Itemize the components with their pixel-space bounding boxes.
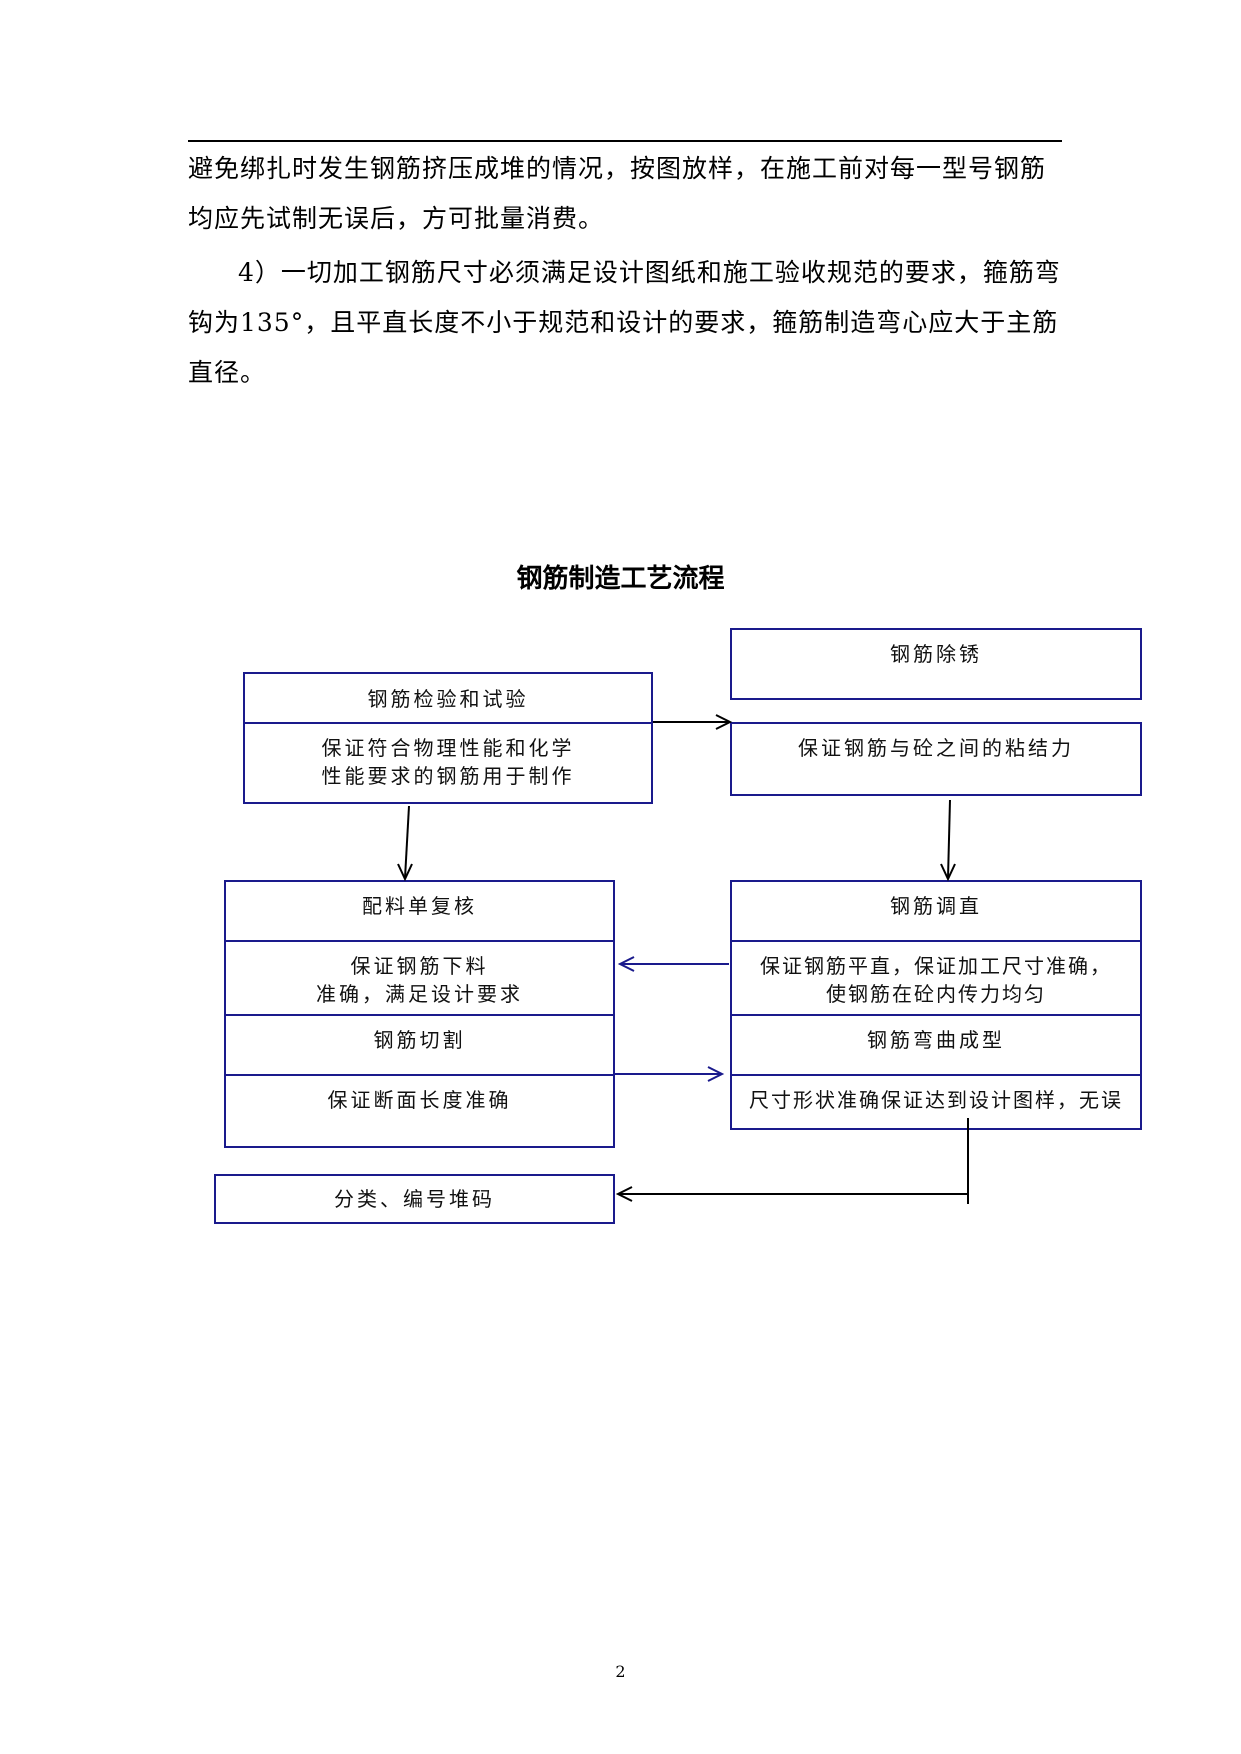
box-line: 保证钢筋平直，保证加工尺寸准确， [760, 954, 1112, 978]
box-line: 保证符合物理性能和化学 [321, 736, 575, 760]
box-line: 尺寸形状准确保证达到设计图样，无误 [749, 1088, 1123, 1112]
box-line: 保证钢筋下料 [350, 954, 489, 978]
arrow-cut-to-bend [615, 1066, 725, 1082]
box-line: 保证钢筋与砼之间的粘结力 [798, 736, 1074, 760]
box-review-desc: 保证钢筋下料 准确，满足设计要求 [224, 940, 615, 1016]
arrow-bend-to-sort [615, 1118, 969, 1204]
paragraph-processing-requirements: 4）一切加工钢筋尺寸必须满足设计图纸和施工验收规范的要求，箍筋弯钩为135°，且… [188, 248, 1064, 398]
arrow-derust-to-straighten [940, 799, 956, 882]
paragraph-text: 4）一切加工钢筋尺寸必须满足设计图纸和施工验收规范的要求，箍筋弯钩为135°，且… [188, 258, 1061, 387]
box-label: 钢筋调直 [890, 894, 982, 918]
arrow-inspection-to-derust [653, 714, 733, 730]
header-rule [188, 140, 1062, 142]
box-label: 钢筋检验和试验 [367, 687, 529, 711]
box-label: 钢筋切割 [373, 1028, 466, 1052]
box-label: 分类、编号堆码 [334, 1187, 495, 1211]
box-sort: 分类、编号堆码 [214, 1174, 615, 1224]
box-cut-desc: 保证断面长度准确 [224, 1074, 615, 1148]
box-inspection-desc: 保证符合物理性能和化学 性能要求的钢筋用于制作 [243, 722, 653, 804]
box-derust-desc: 保证钢筋与砼之间的粘结力 [730, 722, 1142, 796]
box-bend-desc: 尺寸形状准确保证达到设计图样，无误 [730, 1074, 1142, 1130]
flowchart-title: 钢筋制造工艺流程 [516, 564, 725, 594]
box-derust-title: 钢筋除锈 [730, 628, 1142, 700]
page-number: 2 [615, 1662, 626, 1681]
box-line: 使钢筋在砼内传力均匀 [826, 982, 1046, 1006]
box-label: 配料单复核 [362, 894, 477, 918]
arrow-inspection-to-review [397, 805, 413, 882]
box-line: 准确，满足设计要求 [316, 982, 523, 1006]
box-line: 保证断面长度准确 [327, 1088, 512, 1112]
box-label: 钢筋除锈 [890, 642, 982, 666]
box-line: 性能要求的钢筋用于制作 [321, 764, 575, 788]
paragraph-bundling: 避免绑扎时发生钢筋挤压成堆的情况，按图放样，在施工前对每一型号钢筋均应先试制无误… [188, 154, 1047, 233]
box-label: 钢筋弯曲成型 [867, 1028, 1005, 1052]
arrow-straighten-to-review [617, 956, 729, 972]
